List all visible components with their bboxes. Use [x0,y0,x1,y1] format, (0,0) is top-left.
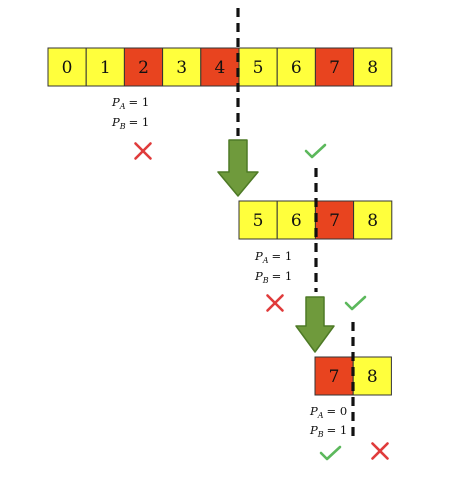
cell-value: 3 [176,58,187,78]
check-icon [344,295,367,311]
p-value: = 1 [272,269,293,283]
cell-box [238,47,278,87]
array-cell: 1 [85,47,125,87]
p-subscript: B [262,276,269,285]
cell-value: 6 [291,211,302,231]
p-symbol: P [254,269,263,283]
pb-label: PB= 1 [111,115,149,131]
cell-box [276,47,316,87]
cell-value: 4 [214,58,225,78]
cell-box [85,47,125,87]
cell-value: 7 [329,211,340,231]
array-row: 5 6 7 8 [238,200,393,240]
cell-value: 7 [329,367,340,387]
p-subscript: A [317,411,324,420]
cell-box [238,200,278,240]
cross-icon [134,142,152,160]
pa-label: PA= 1 [254,249,292,265]
cell-box [123,47,164,87]
pb-label: PB= 1 [254,269,292,285]
cell-value: 8 [367,58,378,78]
array-cell: 8 [353,47,393,87]
p-subscript: B [119,122,126,131]
cell-value: 5 [253,58,264,78]
cell-value: 8 [367,367,378,387]
p-symbol: P [309,423,318,437]
cell-value: 0 [62,58,73,78]
down-arrow-icon [217,139,259,197]
cross-icon [371,442,389,460]
pa-label: PA= 0 [309,404,347,420]
cell-value: 5 [253,211,264,231]
array-cell: 7 [314,47,355,87]
array-cell: 5 [238,47,278,87]
p-symbol: P [111,115,120,129]
array-cell: 3 [162,47,202,87]
p-symbol: P [111,95,120,109]
check-icon [319,445,342,461]
array-cell: 6 [276,200,316,240]
pb-label: PB= 1 [309,423,347,439]
p-value: = 1 [129,95,150,109]
cell-value: 2 [138,58,149,78]
p-symbol: P [309,404,318,418]
array-cell: 7 [314,200,355,240]
array-cell: 8 [352,356,392,396]
cell-value: 8 [367,211,378,231]
array-cell: 0 [47,47,87,87]
p-value: = 1 [327,423,348,437]
array-cell: 5 [238,200,278,240]
cell-box [276,200,316,240]
p-subscript: B [317,430,324,439]
p-value: = 1 [129,115,150,129]
check-icon [304,143,327,159]
cross-stroke [266,294,284,312]
cell-box [47,47,87,87]
cell-box [353,47,393,87]
array-cell: 2 [123,47,164,87]
cross-stroke [371,442,389,460]
cell-box [314,200,355,240]
cell-value: 7 [329,58,340,78]
cell-box [314,47,355,87]
array-row: 0 1 2 3 4 5 6 7 8 [47,47,393,87]
cross-stroke [134,142,152,160]
cell-value: 6 [291,58,302,78]
p-value: = 0 [327,404,348,418]
cell-box [353,200,393,240]
p-symbol: P [254,249,263,263]
down-arrow-icon [295,296,335,353]
p-subscript: A [119,102,126,111]
array-cell: 4 [200,47,240,87]
array-cell: 6 [276,47,316,87]
array-cell: 8 [353,200,393,240]
array-cell: 7 [314,356,354,396]
cell-box [352,356,392,396]
p-subscript: A [262,256,269,265]
cell-value: 1 [100,58,111,78]
cell-box [200,47,240,87]
pa-label: PA= 1 [111,95,149,111]
p-value: = 1 [272,249,293,263]
cross-icon [266,294,284,312]
